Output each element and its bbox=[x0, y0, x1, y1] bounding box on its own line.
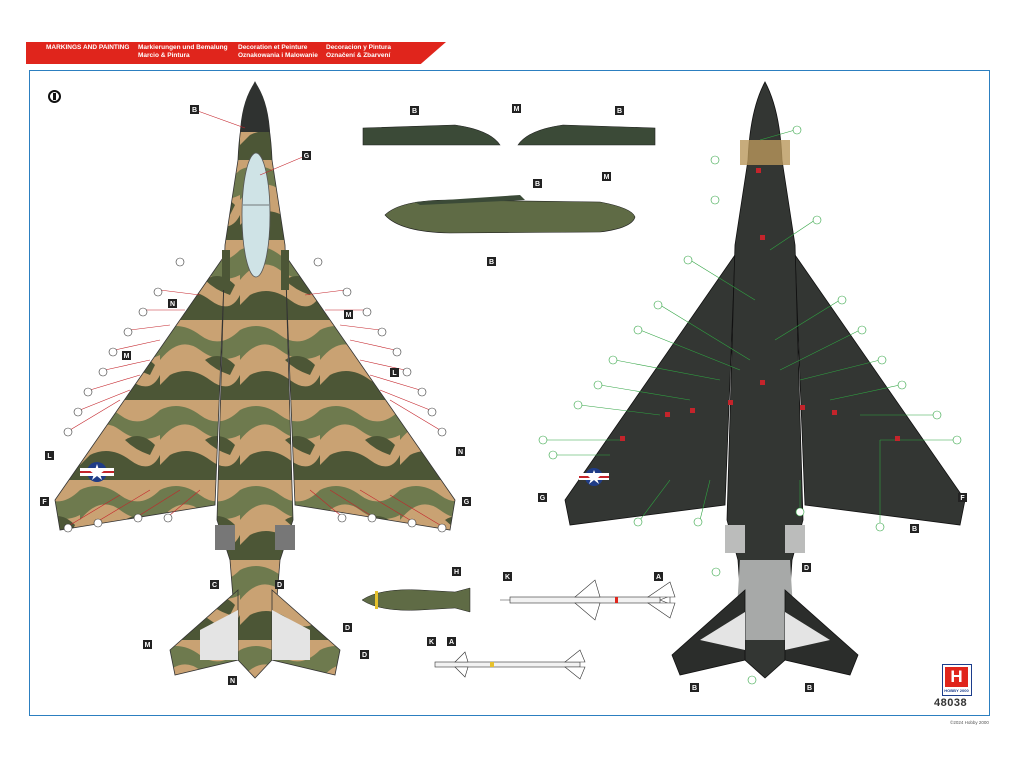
letter-label: L bbox=[392, 370, 397, 377]
letter-label: F bbox=[960, 495, 965, 502]
top-view-callouts bbox=[69, 109, 441, 526]
letter-label: B bbox=[192, 107, 197, 114]
letter-label: D bbox=[345, 625, 350, 632]
header-col-2-line1: Markierungen und Bemalung bbox=[138, 44, 228, 51]
header-banner: MARKINGS AND PAINTING Markierungen und B… bbox=[26, 42, 446, 64]
letter-label: L bbox=[47, 453, 52, 460]
letter-label: G bbox=[304, 153, 310, 160]
letter-label: D bbox=[277, 582, 282, 589]
header-col-3: Decoration et Peinture Oznakowania i Mal… bbox=[238, 44, 318, 60]
letter-label: B bbox=[692, 685, 697, 692]
letter-label: M bbox=[346, 312, 352, 319]
drawing-frame bbox=[29, 70, 990, 716]
letter-label: G bbox=[540, 495, 546, 502]
letter-label: B bbox=[617, 108, 622, 115]
top-view-letter-boxes: B G N M L F N G M L C D M N D D bbox=[40, 105, 471, 685]
header-col-2: Markierungen und Bemalung Marcio & Pintu… bbox=[138, 44, 228, 60]
bottom-view-callouts bbox=[545, 129, 955, 525]
letter-label: F bbox=[42, 499, 47, 506]
letter-label: N bbox=[458, 449, 463, 456]
letter-label: K bbox=[429, 639, 434, 646]
letter-label: K bbox=[505, 574, 510, 581]
header-col-1-line1: MARKINGS AND PAINTING bbox=[46, 44, 130, 51]
letter-label: C bbox=[212, 582, 217, 589]
letter-label: B bbox=[489, 259, 494, 266]
header-col-4: Decoracion y Pintura Označení & Zbarvení bbox=[326, 44, 391, 60]
letter-label: D bbox=[804, 565, 809, 572]
letter-label: A bbox=[449, 639, 454, 646]
logo-letter: H bbox=[945, 667, 968, 687]
bottom-view-aircraft bbox=[564, 81, 966, 679]
bottom-view-red-markings bbox=[620, 168, 900, 441]
letter-label: M bbox=[604, 174, 610, 181]
letter-label: M bbox=[145, 642, 151, 649]
weapons-letter-boxes: B M B B M B H K A K A bbox=[410, 104, 663, 646]
bottom-view-number-markers bbox=[538, 125, 962, 685]
logo-subtitle: HOBBY 2000 bbox=[944, 688, 969, 693]
letter-label: G bbox=[464, 499, 470, 506]
letter-label: H bbox=[454, 569, 459, 576]
letter-label: B bbox=[535, 181, 540, 188]
bottom-view-letter-boxes: G F B D B B bbox=[538, 493, 967, 692]
letter-label: B bbox=[412, 108, 417, 115]
weapons-drawings bbox=[361, 124, 676, 680]
letter-label: B bbox=[807, 685, 812, 692]
header-col-2-line2: Marcio & Pintura bbox=[138, 52, 190, 59]
letter-label: B bbox=[912, 526, 917, 533]
copyright-text: ©2024 Hobby 2000 bbox=[950, 720, 989, 725]
header-col-3-line2: Oznakowania i Malowanie bbox=[238, 52, 318, 59]
header-col-4-line1: Decoracion y Pintura bbox=[326, 44, 392, 51]
top-view-aircraft bbox=[54, 81, 456, 679]
hobby2000-logo: H HOBBY 2000 bbox=[942, 664, 972, 696]
header-col-4-line2: Označení & Zbarvení bbox=[326, 52, 391, 59]
scheme-number-icon bbox=[48, 90, 61, 103]
letter-label: A bbox=[656, 574, 661, 581]
letter-label: M bbox=[124, 353, 130, 360]
letter-label: D bbox=[362, 652, 367, 659]
header-col-3-line1: Decoration et Peinture bbox=[238, 44, 308, 51]
top-view-number-markers bbox=[63, 257, 447, 533]
kit-number: 48038 bbox=[934, 697, 968, 709]
letter-label: M bbox=[514, 106, 520, 113]
letter-label: N bbox=[230, 678, 235, 685]
header-col-1: MARKINGS AND PAINTING bbox=[46, 44, 129, 52]
letter-label: N bbox=[170, 301, 175, 308]
